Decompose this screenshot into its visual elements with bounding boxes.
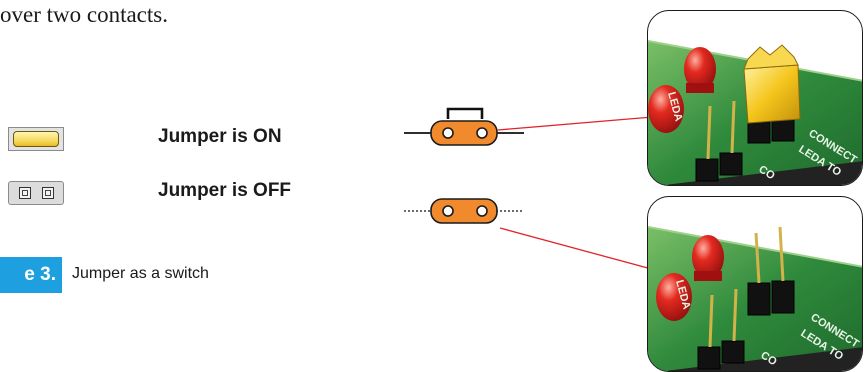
intro-text: over two contacts.	[0, 2, 168, 27]
jumper-closed-icon	[8, 127, 64, 151]
photo-jumper-on: LEDA CONNECT LEDA TO CO	[647, 10, 863, 186]
schematic-jumper-off	[404, 198, 524, 224]
label-jumper-off: Jumper is OFF	[158, 180, 292, 201]
figure-number-badge: e 3.	[0, 257, 62, 293]
schematic-jumper-on	[404, 107, 524, 146]
label-jumper-on: Jumper is ON	[158, 126, 282, 147]
jumper-open-icon	[8, 181, 64, 205]
figure-caption: Jumper as a switch	[72, 265, 209, 282]
photo-jumper-off: LEDA CONNECT LEDA TO CO	[647, 196, 863, 372]
